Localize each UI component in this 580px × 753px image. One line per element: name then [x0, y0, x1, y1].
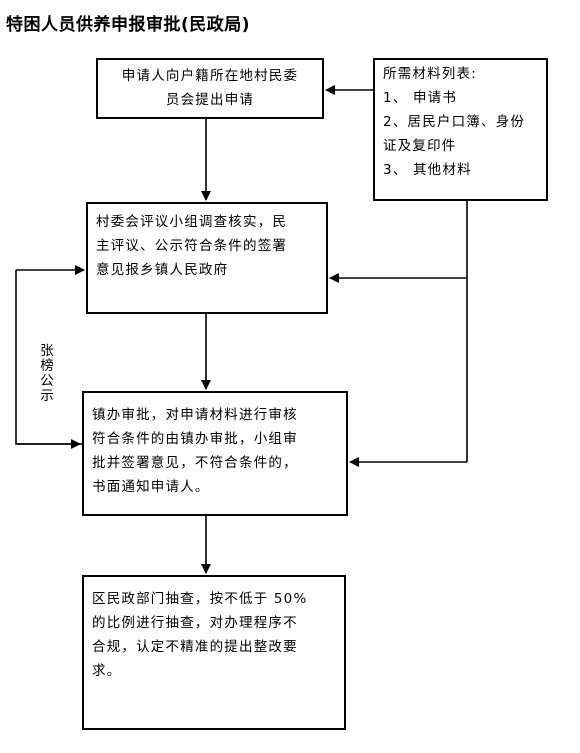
materials-list-line: 证及复印件 [383, 138, 457, 154]
public-notice-label: 张 榜 公 示 [36, 344, 58, 404]
village-review-line: 主评议、公示符合条件的签署 [96, 238, 288, 254]
town-approval-line: 镇办审批，对申请材料进行审核 [92, 407, 298, 423]
town-approval-line: 符合条件的由镇办审批，小组审 [92, 431, 298, 447]
page-title: 特困人员供养申报审批(民政局) [6, 15, 251, 35]
district-inspection-line: 合规，认定不精准的提出整改要 [92, 639, 298, 655]
public-notice-char: 示 [40, 388, 54, 404]
materials-list-line: 2、居民户口簿、身份 [383, 114, 526, 130]
village-review-box: 村委会评议小组调查核实，民 主评议、公示符合条件的签署 意见报乡镇人民政府 [86, 202, 328, 314]
town-approval-box: 镇办审批，对申请材料进行审核 符合条件的由镇办审批，小组审 批并签署意见，不符合… [82, 391, 348, 516]
apply-step-line: 申请人向户籍所在地村民委 [121, 68, 299, 84]
town-approval-line: 批并签署意见，不符合条件的， [92, 455, 298, 471]
public-notice-char: 榜 [40, 358, 54, 374]
materials-list-line: 所需材料列表: [383, 66, 477, 82]
district-inspection-line: 的比例进行抽查，对办理程序不 [92, 615, 298, 631]
district-inspection-line: 求。 [92, 663, 122, 679]
public-notice-char: 公 [40, 373, 54, 389]
public-notice-char: 张 [40, 343, 54, 359]
village-review-line: 村委会评议小组调查核实，民 [96, 214, 288, 230]
district-inspection-box: 区民政部门抽查，按不低于 50% 的比例进行抽查，对办理程序不 合规，认定不精准… [82, 575, 346, 730]
apply-step-line: 员会提出申请 [165, 92, 255, 108]
materials-list-line: 3、 其他材料 [383, 162, 472, 178]
materials-list-line: 1、 申请书 [383, 90, 458, 106]
town-approval-line: 书面通知申请人。 [92, 479, 210, 495]
apply-step-box: 申请人向户籍所在地村民委 员会提出申请 [96, 58, 324, 119]
public-notice-loop-line [15, 270, 84, 445]
materials-list-box: 所需材料列表: 1、 申请书 2、居民户口簿、身份 证及复印件 3、 其他材料 [373, 58, 548, 201]
district-inspection-line: 区民政部门抽查，按不低于 50% [92, 591, 308, 607]
village-review-line: 意见报乡镇人民政府 [96, 262, 229, 278]
